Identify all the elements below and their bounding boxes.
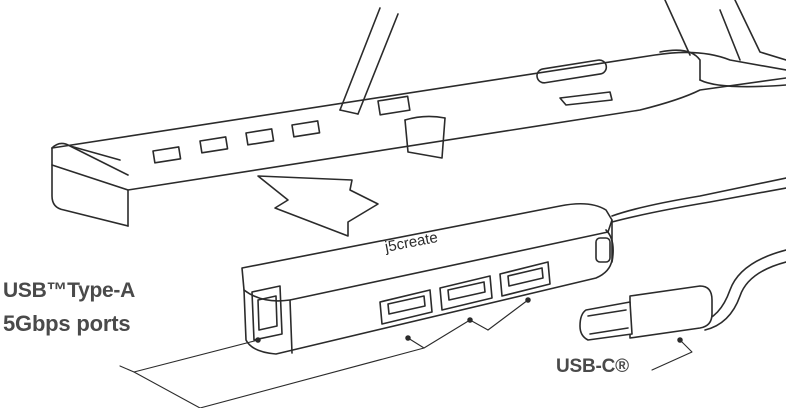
usb-type-a-port-left-side: [251, 285, 283, 341]
laptop-stand: [51, 0, 786, 227]
usb-c-connector: [579, 285, 713, 341]
usb-type-a-port-3: [499, 261, 551, 297]
stand-slot-2: [199, 136, 229, 154]
usb-type-a-label: USB™Type-A: [3, 279, 135, 302]
stand-slot-5: [377, 95, 411, 116]
usb-c-label: USB-C®: [556, 356, 629, 377]
stand-slot-6: [536, 59, 608, 84]
usb-type-a-port-1: [379, 289, 433, 325]
usb-hub: [241, 202, 614, 355]
usb-type-a-speed-label: 5Gbps ports: [3, 311, 131, 336]
insert-arrow: [257, 175, 379, 237]
stand-slot-4: [291, 120, 321, 138]
callout-lines: [119, 297, 693, 408]
stand-slot-1: [152, 146, 182, 164]
stand-slot-3: [245, 128, 275, 146]
usb-type-a-port-2: [439, 275, 493, 311]
